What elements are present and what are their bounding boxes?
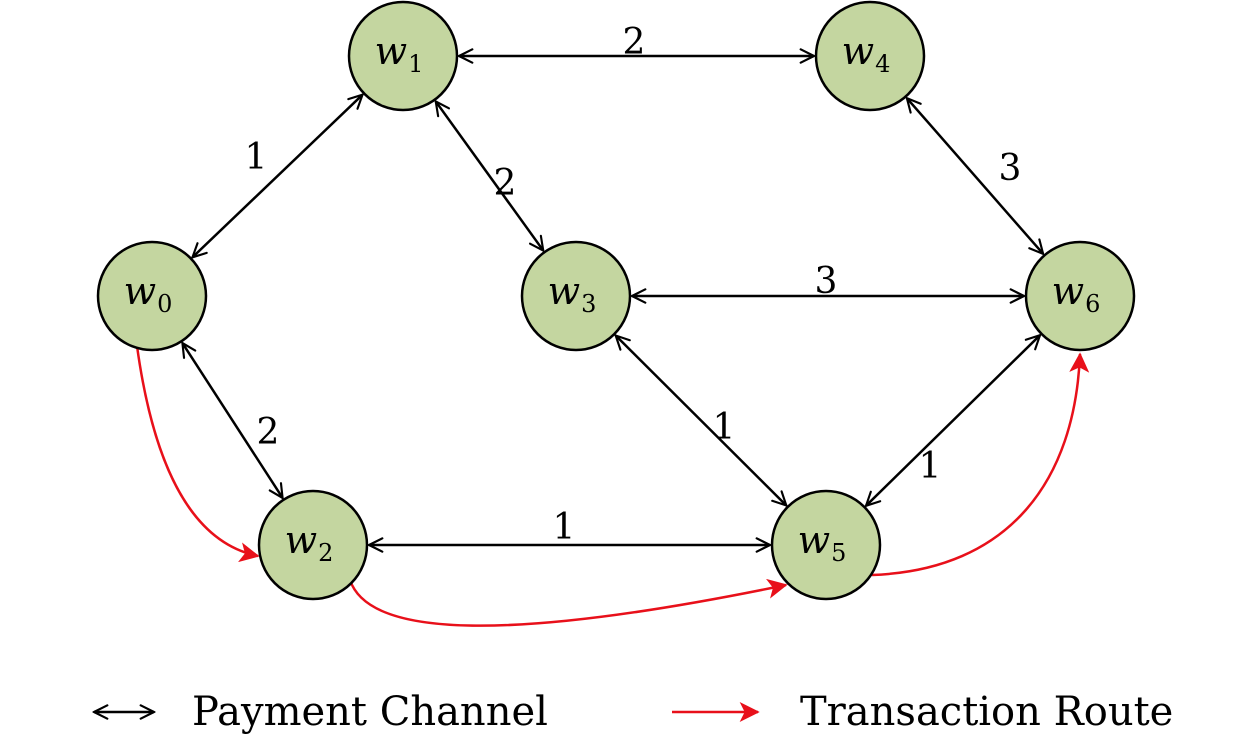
channel-w0-w1 — [192, 95, 362, 258]
weight-w3-w6: 3 — [815, 261, 838, 302]
node-layer: w0 w1 w2 w3 w4 w5 w6 — [96, 0, 1136, 601]
node-circle-w0 — [96, 240, 208, 352]
node-w4: w4 — [814, 0, 926, 112]
node-label-w2: w2 — [285, 518, 334, 567]
weight-w5-w6: 1 — [919, 446, 942, 487]
route-segment-w0-w2 — [135, 345, 260, 563]
node-label-w0: w0 — [124, 269, 173, 318]
node-circle-w6 — [1024, 240, 1136, 352]
node-w5: w5 — [770, 489, 882, 601]
weight-w1-w3: 2 — [494, 163, 517, 204]
channel-w1-w3 — [436, 101, 544, 250]
node-circle-w1 — [347, 0, 459, 112]
channel-w4-w6 — [907, 98, 1043, 254]
transaction-route-layer — [135, 345, 1090, 627]
node-label-w6: w6 — [1052, 269, 1101, 318]
legend-payment-channel-label: Payment Channel — [192, 689, 548, 735]
node-circle-w4 — [814, 0, 926, 112]
route-segment-w5-w6 — [871, 352, 1090, 577]
legend-transaction-route-label: Transaction Route — [800, 689, 1173, 735]
node-label-w5: w5 — [798, 518, 847, 567]
legend: Payment Channel Transaction Route — [94, 689, 1173, 735]
weight-w2-w5: 1 — [553, 507, 576, 548]
channel-w5-w6 — [866, 335, 1040, 506]
weight-w3-w5: 1 — [713, 407, 736, 448]
node-w1: w1 — [347, 0, 459, 112]
weight-w1-w4: 2 — [623, 22, 646, 63]
weight-w0-w2: 2 — [257, 412, 280, 453]
weight-w4-w6: 3 — [999, 148, 1022, 189]
node-w2: w2 — [257, 489, 369, 601]
payment-channel-layer — [182, 56, 1043, 545]
channel-weight-layer: 2 1 2 3 3 2 1 1 1 — [245, 22, 1022, 548]
node-w3: w3 — [520, 240, 632, 352]
node-circle-w5 — [770, 489, 882, 601]
channel-w0-w2 — [182, 343, 282, 498]
node-label-w4: w4 — [842, 29, 891, 78]
route-segment-w2-w5 — [348, 578, 788, 627]
node-circle-w2 — [257, 489, 369, 601]
node-label-w1: w1 — [375, 29, 424, 78]
weight-w0-w1: 1 — [245, 137, 268, 178]
node-w6: w6 — [1024, 240, 1136, 352]
node-circle-w3 — [520, 240, 632, 352]
channel-w3-w5 — [616, 336, 787, 506]
node-w0: w0 — [96, 240, 208, 352]
node-label-w3: w3 — [548, 269, 597, 318]
